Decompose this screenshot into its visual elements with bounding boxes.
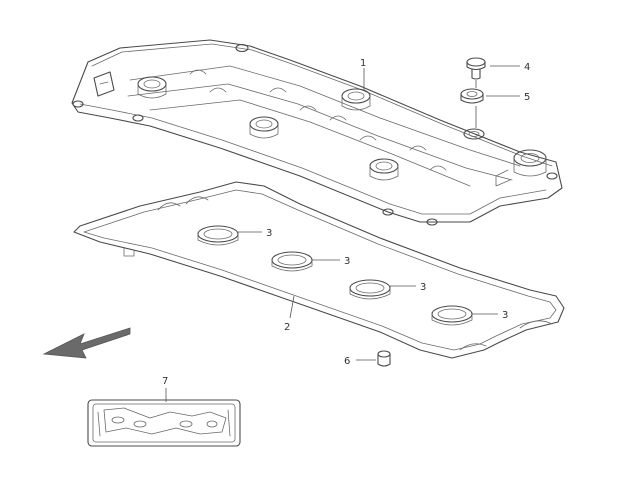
callout-1: 1 [360, 58, 366, 69]
callout-5: 5 [524, 92, 530, 103]
callout-3c: 3 [420, 282, 426, 293]
front-direction-arrow-icon [42, 327, 131, 359]
plug-hole-gasket-3[interactable] [349, 279, 391, 300]
callout-4: 4 [524, 62, 530, 73]
callout-2: 2 [284, 322, 290, 333]
callout-6: 6 [344, 356, 350, 367]
plug-hole-gasket-4[interactable] [431, 305, 473, 326]
cylinder-head-cover[interactable] [71, 39, 563, 226]
dowel-pin[interactable] [377, 350, 391, 367]
plug-hole-4 [369, 158, 399, 181]
leader-lines [165, 65, 520, 402]
bolt-grommet[interactable] [460, 88, 484, 104]
cover-bolt[interactable] [466, 57, 486, 80]
head-cover-gasket[interactable] [73, 181, 565, 359]
callout-7: 7 [162, 376, 168, 387]
plug-hole-gasket-1[interactable] [197, 225, 239, 246]
callout-3d: 3 [502, 310, 508, 321]
breather-nipple [495, 149, 547, 187]
plug-hole-gasket-2[interactable] [271, 251, 313, 272]
gasket-set[interactable] [87, 399, 241, 447]
callout-3b: 3 [344, 256, 350, 267]
plug-hole-2 [249, 116, 279, 139]
plug-hole-3 [341, 88, 371, 111]
callout-3a: 3 [266, 228, 272, 239]
plug-hole-1 [137, 76, 167, 99]
